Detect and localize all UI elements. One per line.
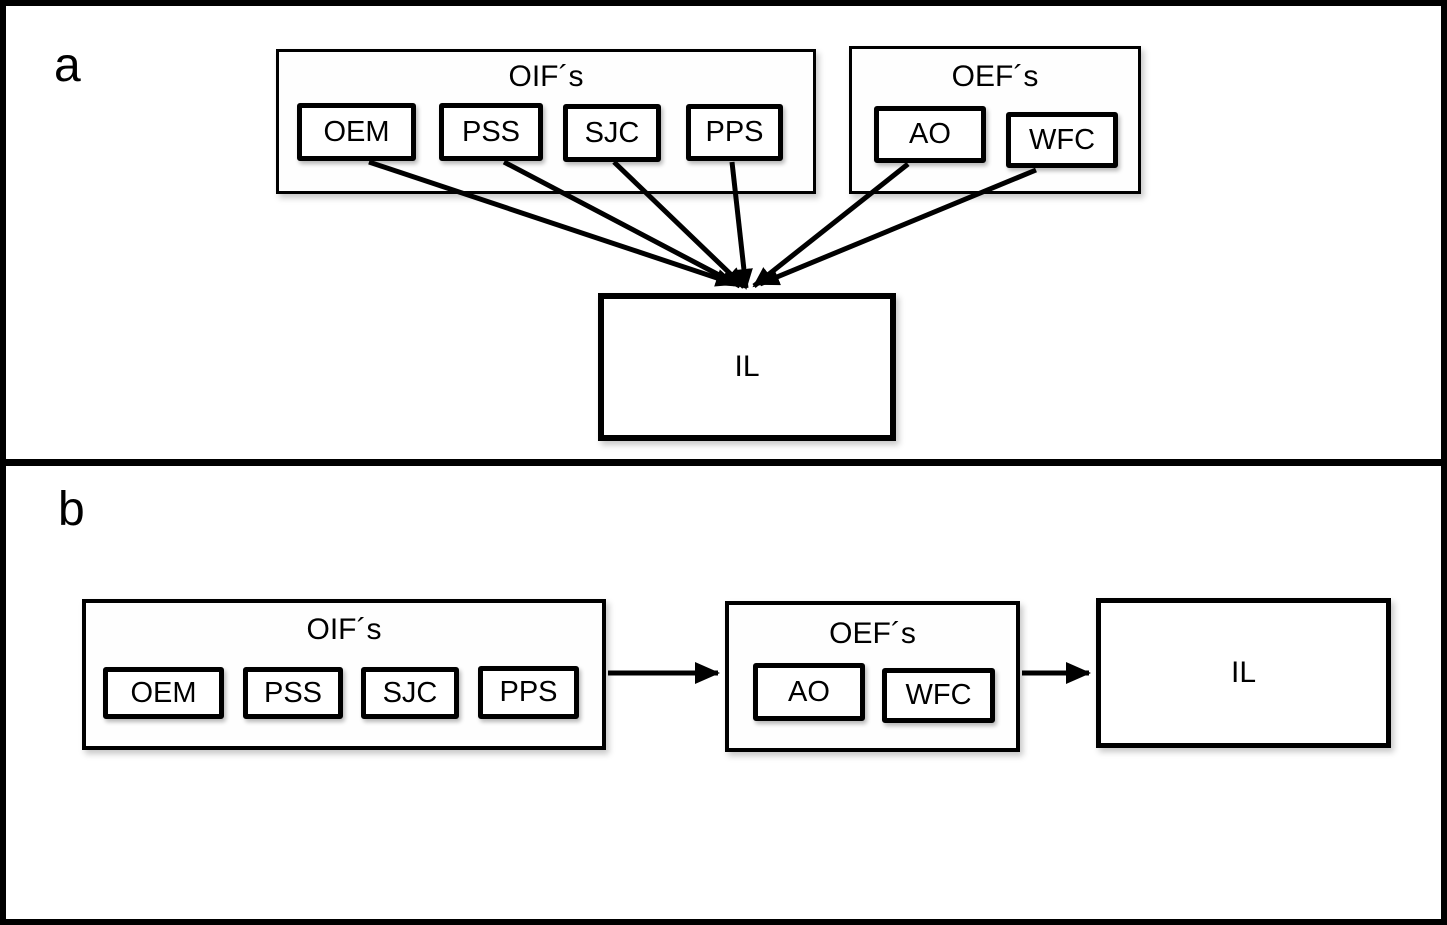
box-pss-b: PSS [243,667,343,719]
box-ao-b: AO [753,663,865,721]
box-pss-a: PSS [439,103,543,161]
panel-a-label: a [54,39,81,92]
oef-group-title-b: OEF´s [829,617,916,650]
oif-group-title-a: OIF´s [508,60,584,93]
il-box-a: IL [598,293,896,441]
box-oem-b: OEM [103,667,224,719]
il-label-b: IL [1230,656,1257,689]
box-ao-a: AO [874,106,986,163]
box-pps-a: PPS [686,104,783,161]
box-wfc-b: WFC [882,668,995,723]
box-pps-b: PPS [478,666,579,719]
box-oem-a: OEM [297,103,416,161]
panel-b-label: b [58,483,85,536]
box-sjc-b: SJC [361,667,459,719]
box-sjc-a: SJC [563,104,661,162]
il-box-b: IL [1096,598,1391,748]
panel-divider [6,459,1441,466]
oif-group-title-b: OIF´s [306,613,382,646]
box-wfc-a: WFC [1006,112,1118,168]
il-label-a: IL [734,350,760,383]
oef-group-title-a: OEF´s [951,60,1039,93]
